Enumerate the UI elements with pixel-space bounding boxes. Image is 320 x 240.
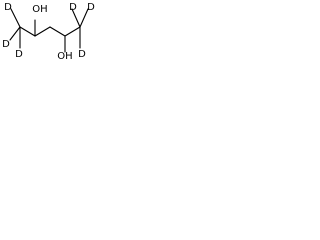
bond-c5-d4 bbox=[71, 8, 81, 28]
deuterium-label-top-right: D bbox=[87, 2, 95, 13]
bond-c5-d5 bbox=[79, 8, 89, 28]
hydroxyl-label-bottom: OH bbox=[57, 51, 72, 62]
deuterium-label-bottom-left: D bbox=[15, 49, 23, 60]
hydroxyl-label-top: OH bbox=[32, 4, 47, 15]
bond-c2-c3 bbox=[34, 26, 51, 37]
bond-c1-d2 bbox=[9, 26, 21, 41]
deuterium-label-top-left: D bbox=[4, 2, 12, 13]
bond-c1-c2 bbox=[19, 26, 36, 37]
deuterium-label-left: D bbox=[2, 39, 10, 50]
bond-c3-c4 bbox=[49, 26, 66, 37]
bond-c4-c5 bbox=[64, 26, 81, 37]
bond-c1-d1 bbox=[10, 8, 21, 28]
deuterium-label-top-middle: D bbox=[69, 2, 77, 13]
chemical-structure: OH OH D D D D D D bbox=[2, 2, 95, 62]
deuterium-label-bottom-right: D bbox=[78, 49, 86, 60]
structure-canvas: OH OH D D D D D D bbox=[0, 0, 98, 64]
